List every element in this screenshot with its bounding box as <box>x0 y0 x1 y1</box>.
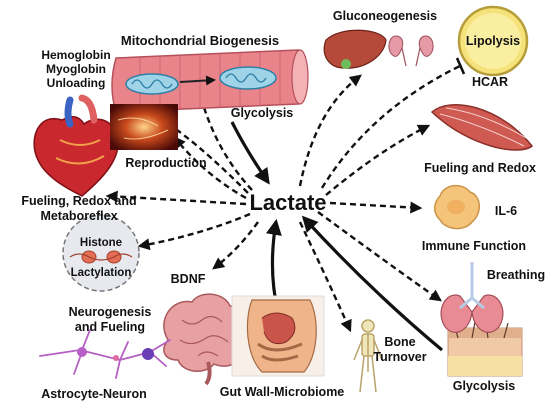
gut-label: Gut Wall-Microbiome <box>220 385 345 399</box>
fat-cell-icon <box>457 5 529 77</box>
glycolysis-br-label: Glycolysis <box>453 379 516 393</box>
arrow-repro <box>173 136 247 200</box>
histone-label: Histone <box>80 237 122 249</box>
hemo-label-3: Unloading <box>47 76 106 90</box>
arrow-glycolysis-br <box>301 215 444 352</box>
lungs-icon <box>440 262 504 333</box>
astro-label: Astrocyte-Neuron <box>41 387 147 401</box>
arrow-breathing <box>317 211 442 302</box>
heart-label-1: Fueling, Redox and <box>21 194 136 208</box>
il6-label: IL-6 <box>495 204 517 218</box>
muscle-label: Fueling and Redox <box>424 161 536 175</box>
arrow-gluco <box>298 74 362 187</box>
liver-icon <box>323 29 387 69</box>
heart-icon <box>33 94 119 197</box>
hcar-inhibition-bar <box>455 57 466 75</box>
bdnf-label: BDNF <box>171 272 206 286</box>
gluco-label: Gluconeogenesis <box>333 9 437 23</box>
bone-label-1: Bone <box>384 335 415 349</box>
lipolysis-label: Lipolysis <box>466 34 520 48</box>
lactylation-label: Lactylation <box>71 267 132 279</box>
labels: Lactate Mitochondrial Biogenesis Hemoglo… <box>21 9 545 401</box>
arrow-hcar <box>320 64 461 189</box>
hemo-label-1: Hemoglobin <box>41 48 110 62</box>
breathing-label: Breathing <box>487 268 545 282</box>
mitochondria-icon <box>125 66 277 95</box>
blood-vessel-icon <box>111 49 309 113</box>
arrow-immune <box>329 201 423 214</box>
arrow-bdnf <box>212 221 259 270</box>
arrow-heart <box>105 190 247 206</box>
arrow-muscle <box>325 124 431 196</box>
neuro-label-2: and Fueling <box>75 320 145 334</box>
arrow-histone <box>137 212 251 251</box>
immune-cell-icon <box>434 184 480 230</box>
glycolysis-top-label: Glycolysis <box>231 106 294 120</box>
neuro-label-1: Neurogenesis <box>69 305 152 319</box>
arrow-mito <box>196 91 253 191</box>
immune-label: Immune Function <box>422 239 526 253</box>
muscle-icon <box>430 104 534 151</box>
brain-icon <box>163 293 251 386</box>
heart-label-2: Metaboreflex <box>40 209 117 223</box>
hcar-label: HCAR <box>472 75 508 89</box>
reproduction-label: Reproduction <box>125 156 206 170</box>
center-label: Lactate <box>249 190 326 215</box>
arrows <box>105 57 466 352</box>
skin-icon <box>447 321 523 377</box>
arrow-bone <box>298 221 352 333</box>
skeleton-icon <box>353 319 383 393</box>
neuron-icon <box>39 329 171 379</box>
histone-icon <box>62 214 140 292</box>
hemo-label-2: Myoglobin <box>46 62 106 76</box>
nucleosome-icon <box>69 250 133 264</box>
bone-label-2: Turnover <box>373 350 426 364</box>
gut-icon <box>231 295 325 377</box>
arrow-glycolysis-top <box>230 121 270 185</box>
repro-icon <box>110 104 178 150</box>
kidney-icon <box>388 35 434 67</box>
mito-label: Mitochondrial Biogenesis <box>121 33 279 48</box>
